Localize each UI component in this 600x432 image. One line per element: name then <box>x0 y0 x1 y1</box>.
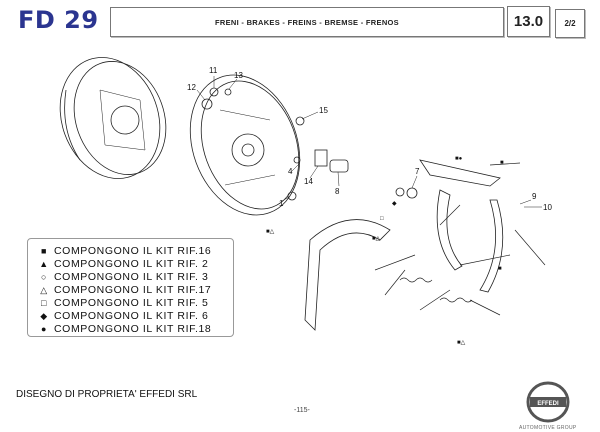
legend-item: □ COMPONGONO IL KIT RIF. 5 <box>38 297 208 309</box>
legend-item: ● COMPONGONO IL KIT RIF.18 <box>38 323 211 335</box>
filled-triangle-icon: ▲ <box>39 259 49 269</box>
open-triangle-icon: △ <box>40 284 48 295</box>
legend-item: ◆ COMPONGONO IL KIT RIF. 6 <box>38 310 208 322</box>
callout-4: 4 <box>288 167 293 176</box>
svg-text:■: ■ <box>498 266 502 272</box>
brake-drum-backplate <box>189 74 301 216</box>
legend-text: COMPONGONO IL KIT RIF. 5 <box>54 297 209 309</box>
callout-13: 13 <box>234 71 243 80</box>
callout-1: 1 <box>279 199 284 208</box>
svg-text:■: ■ <box>500 160 504 166</box>
legend-text: COMPONGONO IL KIT RIF. 6 <box>54 310 209 322</box>
legend-item: ■ COMPONGONO IL KIT RIF.16 <box>38 245 211 257</box>
open-circle-icon: ○ <box>40 272 48 282</box>
section-title: FRENI - BRAKES - FREINS - BREMSE - FRENO… <box>110 7 504 37</box>
callout-9: 9 <box>532 192 537 201</box>
page-of: 2/2 <box>555 9 585 38</box>
svg-text:■△: ■△ <box>266 229 275 235</box>
effedi-logo: EFFEDI <box>526 381 570 423</box>
callout-10: 10 <box>543 203 552 212</box>
svg-text:EFFEDI: EFFEDI <box>537 401 559 407</box>
section-number: 13.0 <box>507 6 550 37</box>
legend-text: COMPONGONO IL KIT RIF. 2 <box>54 258 209 270</box>
svg-text:■●: ■● <box>455 156 463 162</box>
legend-item: ▲ COMPONGONO IL KIT RIF. 2 <box>38 258 208 270</box>
filled-diamond-icon: ◆ <box>40 310 48 321</box>
filled-square-icon: ■ <box>40 246 48 256</box>
callout-7: 7 <box>415 167 420 176</box>
small-parts <box>201 87 418 201</box>
callout-8: 8 <box>335 187 340 196</box>
legend-text: COMPONGONO IL KIT RIF.18 <box>54 323 212 335</box>
legend-item: ○ COMPONGONO IL KIT RIF. 3 <box>38 271 208 283</box>
callout-14: 14 <box>304 177 313 186</box>
brake-backplate-assembly <box>59 57 167 179</box>
callout-labels: 1 4 7 8 9 10 11 12 13 14 15 <box>187 66 552 212</box>
logo-subtitle: AUTOMOTIVE GROUP <box>519 425 577 431</box>
callout-15: 15 <box>319 106 328 115</box>
callout-leaders <box>196 76 542 208</box>
legend-item: △ COMPONGONO IL KIT RIF.17 <box>38 284 211 296</box>
legend-text: COMPONGONO IL KIT RIF. 3 <box>54 271 209 283</box>
callout-11: 11 <box>209 66 218 75</box>
filled-circle-icon: ● <box>40 324 48 334</box>
svg-text:■△: ■△ <box>372 236 381 242</box>
page-number: -115- <box>294 407 310 414</box>
springs-and-rods <box>374 162 546 316</box>
callout-12: 12 <box>187 83 196 92</box>
brake-shoes <box>304 159 504 331</box>
kit-markers: ■● ■ □ ■△ ■△ ■△ ■ ◆ <box>266 156 504 346</box>
open-square-icon: □ <box>40 298 48 308</box>
legend-text: COMPONGONO IL KIT RIF.17 <box>54 284 212 296</box>
svg-text:□: □ <box>380 216 384 222</box>
ownership-notice: DISEGNO DI PROPRIETA' EFFEDI SRL <box>16 389 198 400</box>
svg-text:◆: ◆ <box>392 201 397 207</box>
legend-text: COMPONGONO IL KIT RIF.16 <box>54 245 212 257</box>
model-code: FD 29 <box>18 6 99 34</box>
svg-text:■△: ■△ <box>457 340 466 346</box>
kit-legend: ■ COMPONGONO IL KIT RIF.16 ▲ COMPONGONO IL… <box>27 238 234 337</box>
